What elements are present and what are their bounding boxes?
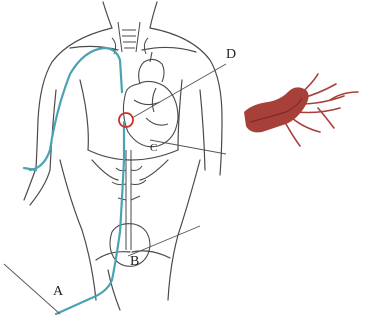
aorta-icon bbox=[112, 150, 146, 250]
label-b: B bbox=[130, 255, 139, 269]
label-d: D bbox=[226, 48, 236, 62]
trachea-icon bbox=[112, 22, 148, 54]
pointer-lines bbox=[4, 64, 226, 314]
heart-icon bbox=[123, 52, 178, 147]
label-a: A bbox=[53, 285, 63, 299]
coronary-artery-inset-icon bbox=[244, 74, 358, 146]
label-c: C bbox=[150, 143, 157, 154]
